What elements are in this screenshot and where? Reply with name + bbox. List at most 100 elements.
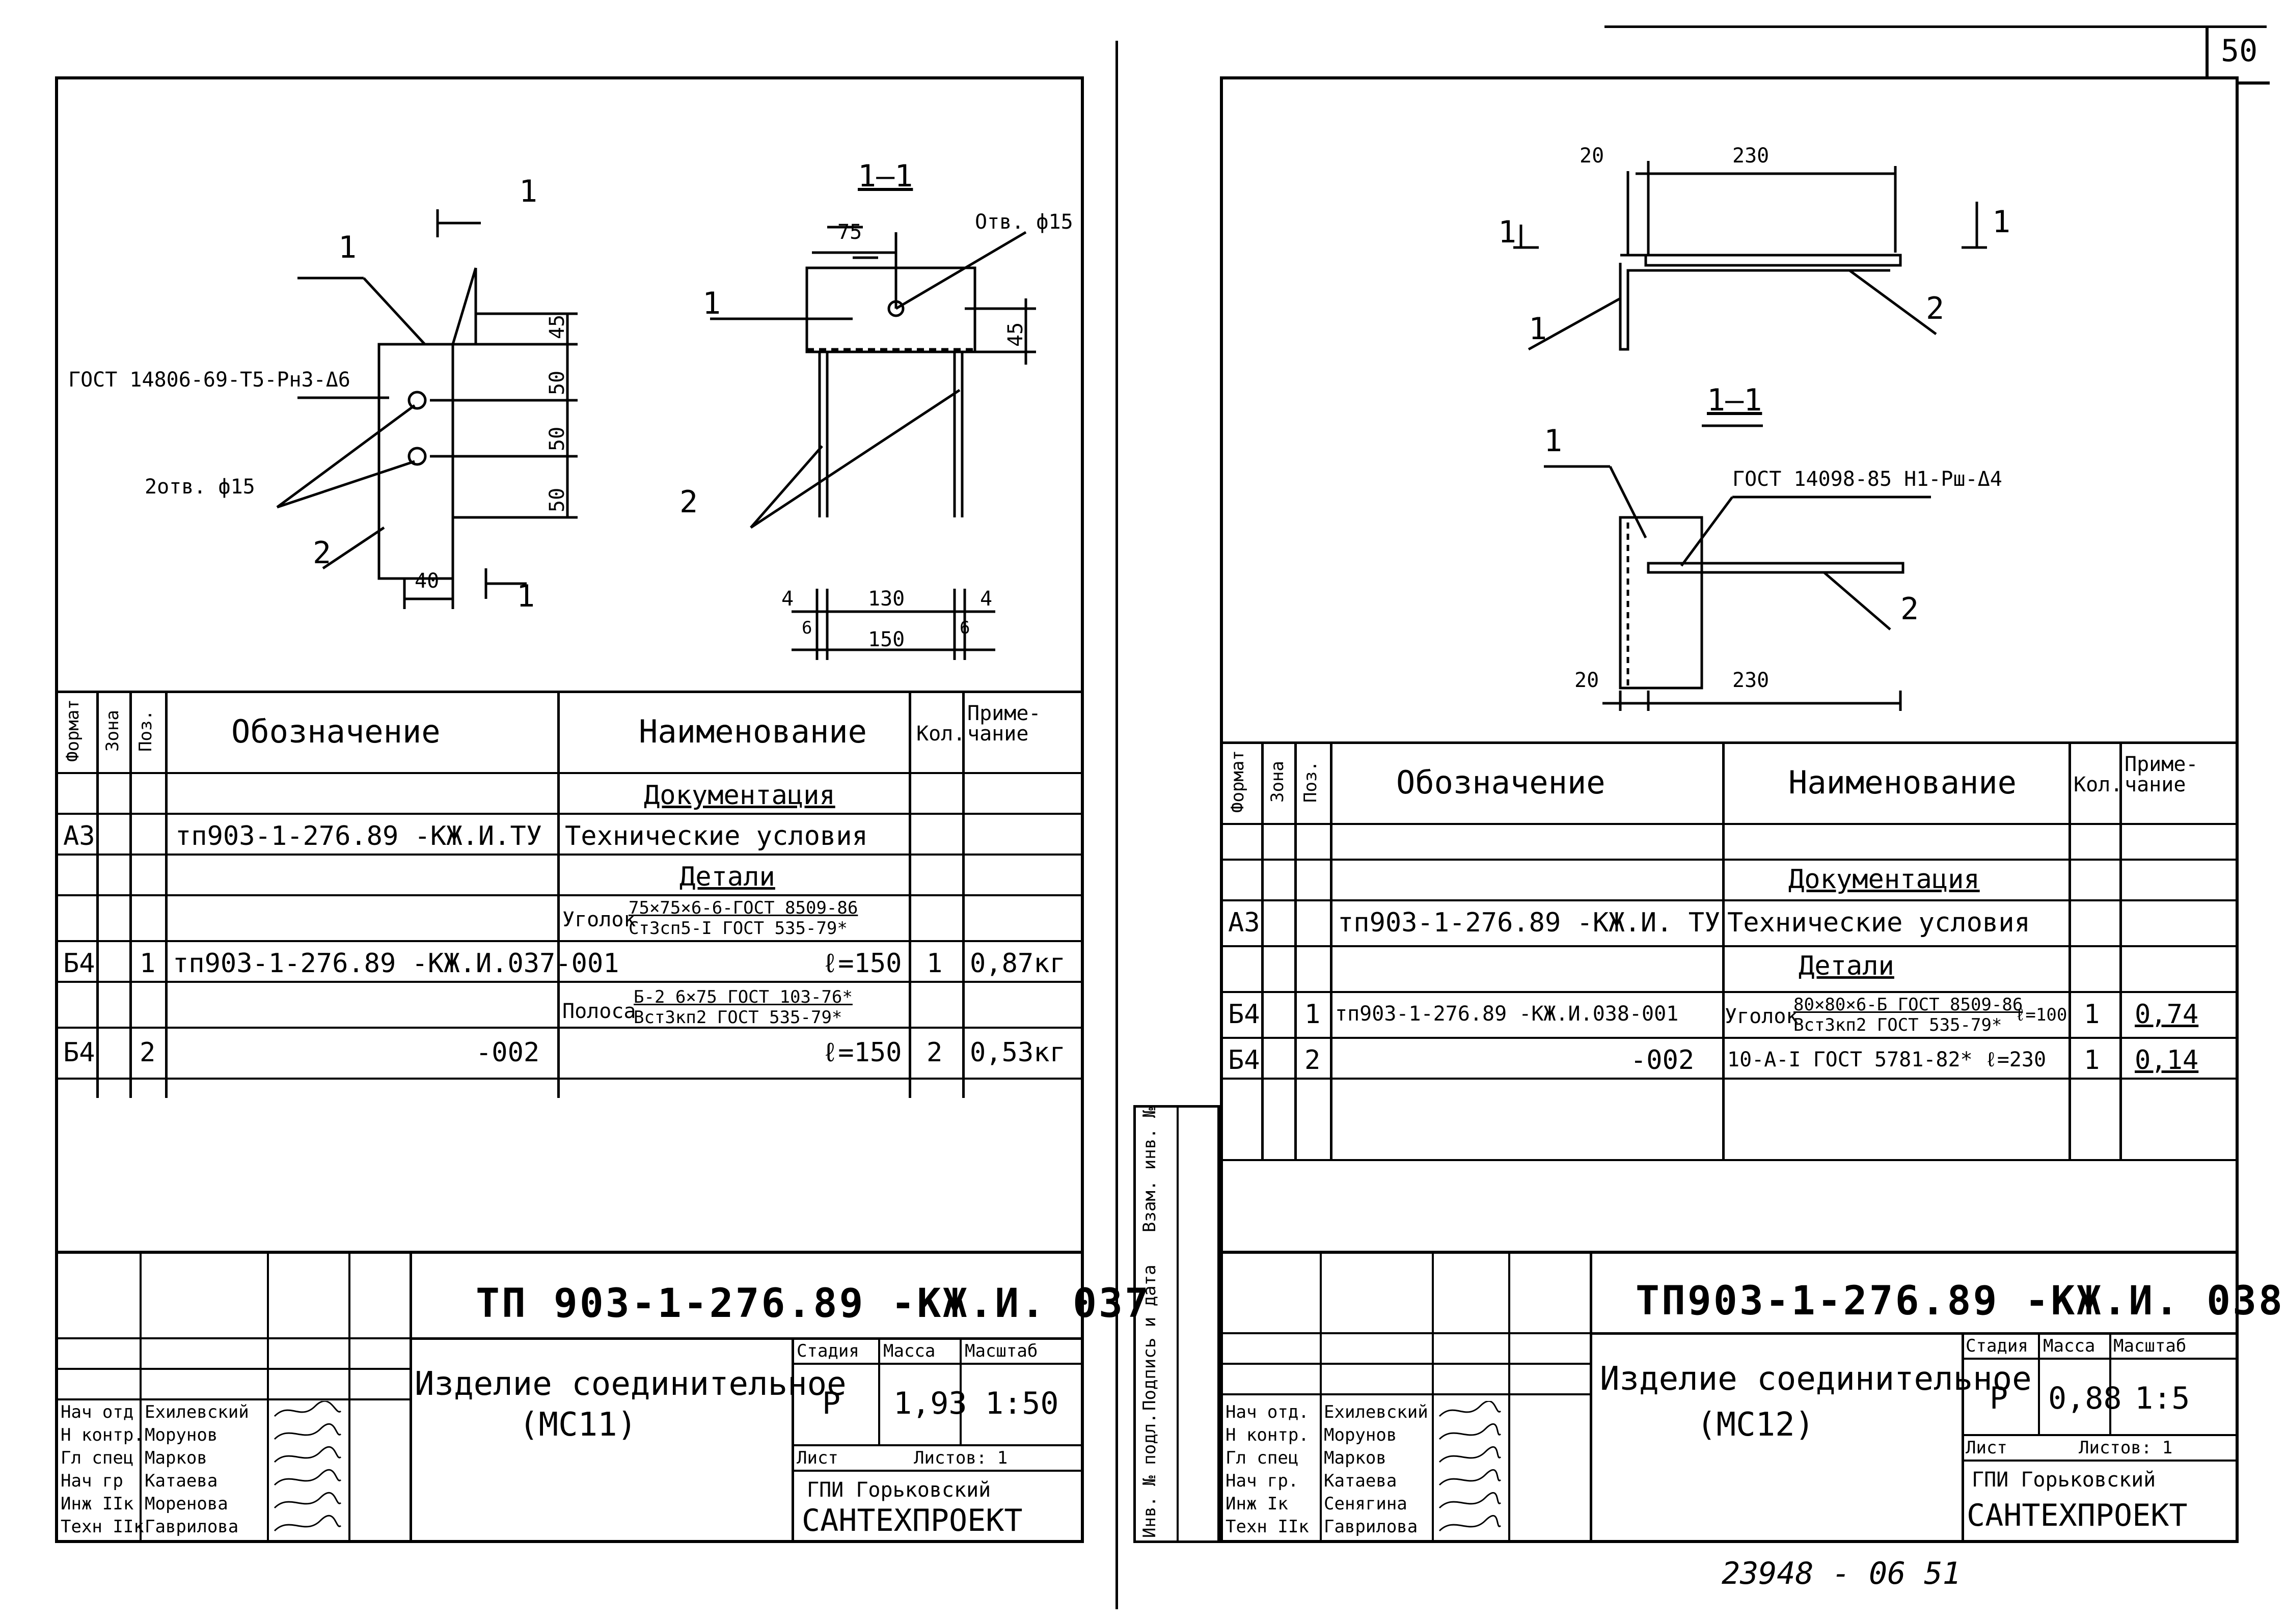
left-dim-50b: 50 <box>546 426 569 451</box>
right-name-5: Гаврилова <box>1324 1517 1418 1537</box>
right-section-docs: Документация <box>1788 864 1980 895</box>
left-note-hole: Отв. ф15 <box>975 210 1073 234</box>
left-section-mark-bottom: 1 <box>516 579 535 614</box>
left-dim-150: 150 <box>868 628 905 651</box>
section-plate <box>805 266 976 353</box>
right-role-0: Нач отд. <box>1226 1402 1309 1422</box>
left-row1-format: Б4 <box>63 948 95 979</box>
right-name-0: Ехилевский <box>1324 1402 1428 1422</box>
left-angle-bottom: Ст3сп5-I ГОСТ 535-79* <box>629 918 848 939</box>
page-number: 50 <box>2221 33 2258 69</box>
left-note-holes-pair: 2отв. ф15 <box>145 475 255 499</box>
left-hdr-note: Приме-чание <box>967 702 1041 746</box>
left-dim-45-right: 45 <box>1004 322 1027 347</box>
angle-flange <box>451 267 477 345</box>
left-section-label: 1—1 <box>858 158 913 194</box>
right-hdr-pos: Поз. <box>1300 761 1321 803</box>
left-hdr-zone: Зона <box>102 710 123 752</box>
right-role-5: Техн IIк <box>1226 1517 1309 1537</box>
left-signatures <box>274 1401 342 1532</box>
right-name-4: Сенягина <box>1324 1494 1407 1514</box>
left-dim-50c: 50 <box>546 487 569 512</box>
left-name-3: Катаева <box>145 1471 218 1491</box>
left-dim-4a: 4 <box>781 587 794 611</box>
right-row1-name-top: 80×80×6-Б ГОСТ 8509-86 <box>1793 995 2023 1015</box>
side-label-inv: Инв. № подл. <box>1139 1413 1160 1538</box>
left-name-4: Моренова <box>145 1494 228 1514</box>
right-signatures <box>1438 1401 1502 1532</box>
left-row2-designation: -002 <box>476 1037 540 1068</box>
left-strip-top: Б-2 6×75 ГОСТ 103-76* <box>634 987 853 1007</box>
left-org-2: САНТЕХПРОЕКТ <box>802 1503 1023 1538</box>
left-dim-6b: 6 <box>960 618 970 638</box>
bar-top-view <box>1644 254 1902 267</box>
right-sheets-label: Листов: 1 <box>2079 1438 2173 1458</box>
right-drawing <box>1513 161 1987 711</box>
right-row1-name-bottom: Вст3кп2 ГОСТ 535-79* <box>1793 1015 2002 1035</box>
angle-top-view <box>1619 263 1890 351</box>
right-section-label: 1—1 <box>1707 382 1762 418</box>
left-title-desc-1: Изделие соединительное <box>415 1365 847 1403</box>
left-pos-label-1a: 1 <box>338 230 357 265</box>
left-sheet: 1—1 1 1 1 1 2 2 ГОСТ 14806-69-Т5-Рн3-Δ6 … <box>55 76 1149 1543</box>
left-row2-format: Б4 <box>63 1037 95 1068</box>
left-row-docs-name: Технические условия <box>565 821 868 851</box>
right-pos-label-2b: 2 <box>1900 591 1919 627</box>
right-dim-230-bottom: 230 <box>1732 669 1770 692</box>
right-row-docs-name: Технические условия <box>1727 907 2030 938</box>
right-hdr-designation: Обозначение <box>1396 764 1605 801</box>
left-row-docs-format: А3 <box>63 821 95 851</box>
left-name-1: Морунов <box>145 1425 218 1445</box>
left-dim-40: 40 <box>415 569 440 593</box>
center-fold-line <box>1115 41 1118 1609</box>
left-name-2: Марков <box>145 1448 207 1468</box>
right-row1-name-len: ℓ=100 <box>2015 1005 2067 1025</box>
left-hdr-format: Формат <box>63 699 83 762</box>
left-dim-75: 75 <box>837 221 862 244</box>
right-row1-designation: тп903-1-276.89 -КЖ.И.038-001 <box>1335 1002 1679 1026</box>
hole-2 <box>407 447 427 466</box>
left-hdr-qty: Кол. <box>916 722 966 746</box>
left-dim-130: 130 <box>868 587 905 611</box>
right-hdr-name: Наименование <box>1788 764 2017 801</box>
right-role-4: Инж Iк <box>1226 1494 1288 1514</box>
left-section-mark-top: 1 <box>519 174 538 209</box>
left-row-docs-designation: тп903-1-276.89 -КЖ.И.ТУ <box>175 821 542 851</box>
left-scale-label: Масштаб <box>965 1341 1038 1361</box>
right-row1-note: 0,74 <box>2135 999 2199 1030</box>
right-title-desc-1: Изделие соединительное <box>1600 1360 2032 1398</box>
left-role-0: Нач отд <box>61 1402 134 1422</box>
left-strip-label: Полоса <box>562 1000 636 1023</box>
left-row1-note: 0,87кг <box>970 948 1066 979</box>
left-role-3: Нач гр <box>61 1471 123 1491</box>
right-mass-label: Масса <box>2043 1336 2096 1356</box>
left-hdr-designation: Обозначение <box>231 713 441 750</box>
left-org-1: ГПИ Горьковский <box>807 1478 991 1502</box>
right-dim-20-top: 20 <box>1580 144 1604 168</box>
left-hdr-pos: Поз. <box>135 710 156 752</box>
right-pos-label-1a: 1 <box>1529 311 1547 347</box>
left-sheet-label: Лист <box>797 1448 838 1468</box>
right-row1-pos: 1 <box>1304 999 1321 1030</box>
left-pos-label-1b: 1 <box>702 286 721 321</box>
left-pos-label-2a: 2 <box>313 535 332 571</box>
left-title-desc-2: (МС11) <box>519 1406 637 1444</box>
right-stage-label: Стадия <box>1966 1336 2028 1356</box>
hole-1 <box>407 391 427 410</box>
left-stage-value: Р <box>822 1386 841 1421</box>
left-sheets-label: Листов: 1 <box>914 1448 1008 1468</box>
right-row1-name-label: Уголок <box>1725 1005 1799 1028</box>
right-org-1: ГПИ Горьковский <box>1972 1468 2156 1492</box>
left-dim-6a: 6 <box>802 618 812 638</box>
right-hdr-note: Приме-чание <box>2125 753 2198 796</box>
right-sheet: 20 230 1 1 1 2 1—1 1 2 ГОСТ 14098-85 Н1-… <box>1220 76 2282 1543</box>
right-org-2: САНТЕХПРОЕКТ <box>1967 1498 2188 1533</box>
left-section-parts: Детали <box>679 862 775 892</box>
left-title-code: ТП 903-1-276.89 -КЖ.И. 037 <box>476 1281 1151 1327</box>
right-name-3: Катаева <box>1324 1471 1397 1491</box>
left-note-gost: ГОСТ 14806-69-Т5-Рн3-Δ6 <box>68 368 350 392</box>
right-role-3: Нач гр. <box>1226 1471 1299 1491</box>
right-row-docs-format: А3 <box>1228 907 1260 938</box>
left-role-5: Техн IIк <box>61 1517 144 1537</box>
right-scale-label: Масштаб <box>2113 1336 2187 1356</box>
